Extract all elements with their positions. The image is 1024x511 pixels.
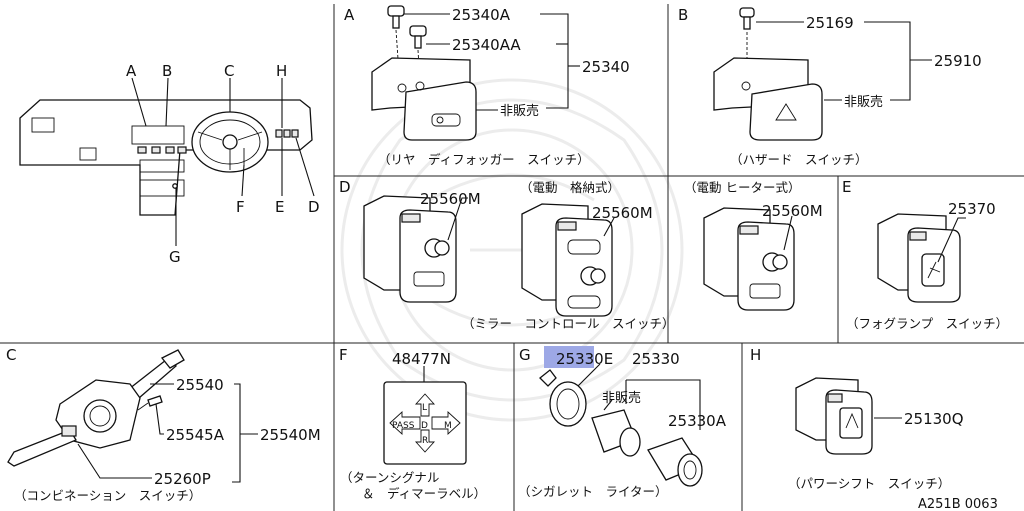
section-a-letter: A [344, 6, 355, 24]
section-d-letter: D [339, 178, 351, 196]
overview-label-a: A [126, 62, 137, 80]
label-m: M [444, 421, 452, 431]
label-l: L [422, 403, 427, 413]
caption-b: （ハザード スイッチ） [730, 152, 868, 167]
highlight-box [544, 346, 594, 368]
part-25260p: 25260P [154, 470, 211, 488]
part-25330e: 25330E [556, 350, 613, 368]
dashboard-overview: A B C H F E D G [19, 62, 320, 266]
caption-f-line2: ＆ ディマーラベル） [362, 486, 486, 501]
part-25340: 25340 [582, 58, 630, 76]
section-h-power-shift: H 25130Q （パワーシフト スイッチ） [750, 346, 964, 491]
not-sold-b: 非販売 [844, 94, 883, 110]
subtitle-folding: （電動 格納式） [520, 180, 620, 195]
section-h-letter: H [750, 346, 761, 364]
overview-label-f: F [236, 198, 245, 216]
section-f-turn-signal-label: F 48477N PASS D L R M （ターンシグナル ＆ ディマーラベル… [339, 346, 486, 501]
section-f-letter: F [339, 346, 348, 364]
label-pass: PASS [392, 421, 415, 431]
section-c-combination-switch: C 25540 25545A 25540M 25260P （コンビネーション ス… [6, 346, 321, 503]
section-c-letter: C [6, 346, 16, 364]
caption-d: （ミラー コントロール スイッチ） [462, 316, 675, 331]
not-sold-a: 非販売 [500, 103, 539, 119]
part-25130q: 25130Q [904, 410, 964, 428]
subtitle-heater: （電動 ヒーター式） [684, 180, 800, 195]
caption-g: （シガレット ライター） [518, 484, 668, 499]
part-25340aa: 25340AA [452, 36, 521, 54]
part-25910: 25910 [934, 52, 982, 70]
section-d-mirror-control: D 25560M （電動 格納式） 25560M （電動 ヒーター式） 2556… [339, 178, 823, 331]
overview-label-g: G [169, 248, 181, 266]
not-sold-g: 非販売 [602, 390, 641, 406]
section-e-fog-lamp: E 25370 （フォグランプ スイッチ） [842, 178, 1008, 331]
caption-c: （コンビネーション スイッチ） [14, 488, 201, 503]
part-25370: 25370 [948, 200, 996, 218]
section-g-cigarette-lighter: G 25330E 25330 非販売 25330A （シガレット ライター） [518, 346, 727, 499]
caption-h: （パワーシフト スイッチ） [788, 476, 950, 491]
overview-label-h: H [276, 62, 287, 80]
overview-label-c: C [224, 62, 234, 80]
overview-label-d: D [308, 198, 320, 216]
section-a-rear-defogger: A 25340A 25340AA 25340 非販売 （リヤ ディフォッガー ス… [344, 5, 630, 167]
section-b-hazard: B 25169 25910 非販売 （ハザード スイッチ） [678, 6, 982, 167]
label-r: R [422, 436, 428, 446]
part-25340a: 25340A [452, 6, 511, 24]
caption-e: （フォグランプ スイッチ） [846, 316, 1008, 331]
part-25560m-mid: 25560M [592, 204, 653, 222]
section-b-letter: B [678, 6, 688, 24]
part-25330a: 25330A [668, 412, 727, 430]
part-25560m-left: 25560M [420, 190, 481, 208]
caption-a: （リヤ ディフォッガー スイッチ） [378, 152, 590, 167]
figure-code: A251B 0063 [918, 497, 998, 511]
part-25169: 25169 [806, 14, 854, 32]
part-48477n: 48477N [392, 350, 451, 368]
section-e-letter: E [842, 178, 851, 196]
part-25540m: 25540M [260, 426, 321, 444]
label-d: D [421, 421, 428, 431]
overview-label-e: E [275, 198, 284, 216]
part-25330: 25330 [632, 350, 680, 368]
part-25540: 25540 [176, 376, 224, 394]
caption-f-line1: （ターンシグナル [340, 470, 439, 485]
section-g-letter: G [519, 346, 531, 364]
panel-grid [0, 4, 1024, 511]
part-25560m-right: 25560M [762, 202, 823, 220]
overview-label-b: B [162, 62, 172, 80]
part-25545a: 25545A [166, 426, 225, 444]
